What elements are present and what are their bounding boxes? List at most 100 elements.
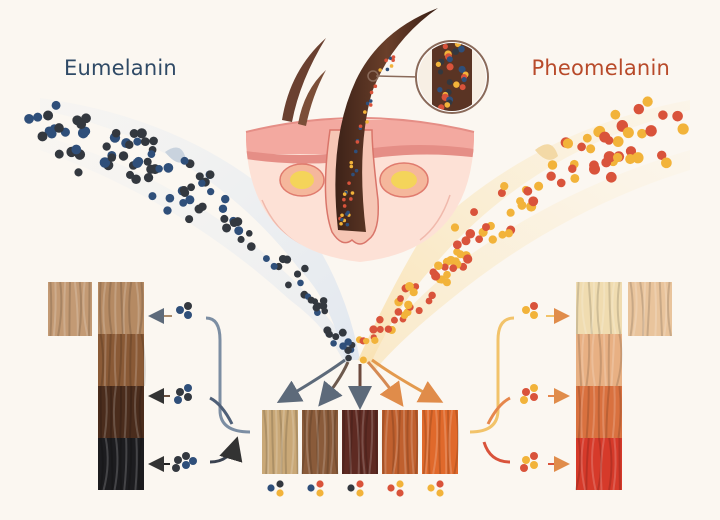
pigment-granule [76, 119, 87, 130]
hair-strand-texture [585, 437, 590, 491]
pigment-granule [330, 340, 337, 347]
pigment-granule [672, 110, 683, 122]
eumelanin-title: Eumelanin [64, 56, 177, 80]
hair-strand-texture [658, 281, 663, 337]
pigment-granule [452, 240, 462, 250]
magnified-granule [446, 56, 453, 63]
hair-strand-texture [605, 385, 611, 439]
swatch-pigment-dot [276, 489, 284, 497]
pigment-granule [429, 268, 438, 277]
pigment-granule [344, 346, 352, 355]
swatch-fill [422, 410, 458, 474]
hair-strand-texture [368, 409, 374, 475]
magnified-granule [453, 81, 460, 88]
eumelanin-hair-swatches [48, 281, 146, 491]
hair-strand-texture [280, 409, 285, 475]
hair-strand-texture [577, 385, 582, 439]
pigment-granule [612, 152, 623, 163]
hair-strand-texture [453, 409, 460, 475]
hair-strand-texture [122, 281, 128, 335]
cluster-granule [184, 311, 192, 319]
swatch-brown [300, 409, 339, 475]
pigment-granule [528, 196, 539, 207]
hair-strand-texture [134, 385, 140, 439]
pigment-granule [589, 163, 601, 175]
hair-strand-texture [137, 437, 143, 491]
pigment-granule [656, 150, 667, 161]
pigment-granule [622, 127, 634, 139]
pigment-granule [140, 137, 150, 146]
hair-strand-texture [99, 333, 105, 387]
pigment-granule [586, 144, 596, 154]
pigment-granule [187, 183, 195, 192]
swatch-blonde [262, 409, 299, 475]
pigment-granule [498, 230, 507, 239]
hair-strand-texture [392, 409, 399, 475]
swatch-fill [48, 282, 92, 336]
hair-strand-texture [134, 333, 138, 387]
hair-strand-texture [102, 437, 109, 491]
mixed-hair-swatches [262, 409, 460, 497]
magnified-granule [442, 43, 448, 50]
shaft-granule [351, 172, 355, 177]
pigment-granule [163, 162, 174, 173]
pigment-granule [37, 131, 48, 142]
swatch-fill [382, 410, 418, 474]
shaft-granule [391, 58, 395, 62]
hair-strand-texture [99, 437, 104, 491]
background-hair-strand-1 [282, 38, 326, 122]
pigment-granule [262, 255, 270, 263]
pigment-granule [147, 150, 156, 159]
pigment-granule [118, 151, 129, 161]
pigment-granule [338, 328, 347, 337]
pigment-granule [534, 181, 544, 191]
pigment-granule [677, 123, 689, 135]
hair-strand-texture [114, 281, 118, 335]
magnified-granule [454, 43, 462, 48]
cluster-granule [522, 456, 530, 464]
hair-strand-texture [140, 333, 146, 387]
shaft-granule [342, 192, 347, 196]
pigment-granule [43, 110, 54, 121]
magnified-granule [461, 76, 467, 83]
hair-strand-texture [358, 409, 363, 475]
hair-strand-texture [347, 409, 352, 475]
pigment-granule [461, 236, 471, 246]
pigment-granule [384, 325, 393, 333]
hair-strand-texture [598, 333, 602, 387]
hair-strand-texture [102, 281, 107, 335]
shaft-granule [385, 67, 390, 72]
hair-strand-texture [632, 281, 638, 337]
pigment-granule [195, 172, 204, 181]
hair-strand-texture [384, 409, 389, 475]
hair-strand-texture [603, 333, 607, 387]
hair-strand-texture [612, 437, 617, 491]
swatch-pigment-dot [267, 484, 275, 492]
pigment-granule [133, 156, 144, 167]
pigment-granule [80, 126, 91, 137]
pigment-granule [207, 188, 215, 196]
hair-strand-texture [596, 437, 603, 491]
swatch-pigment-dot [436, 480, 444, 488]
pigment-granule [270, 262, 278, 270]
hair-strand-texture [271, 409, 275, 475]
swatch-black [98, 437, 144, 491]
pigment-granule [54, 123, 64, 133]
hair-strand-texture [63, 281, 67, 337]
hair-strand-texture [391, 409, 395, 475]
cluster-granule [176, 306, 184, 314]
hair-strand-texture [599, 437, 606, 491]
pigment-granule [155, 164, 163, 173]
hair-strand-texture [585, 385, 590, 439]
splash-left [165, 147, 186, 163]
hair-strand-texture [364, 409, 370, 475]
pigment-granule [131, 174, 141, 185]
shaft-granule [353, 149, 358, 154]
pigment-granule [661, 157, 672, 169]
swatch-fill [576, 386, 622, 438]
pigment-granule [136, 128, 147, 139]
hair-strand-texture [611, 281, 617, 335]
pigment-granule [625, 146, 637, 157]
hair-strand-texture [642, 281, 647, 337]
